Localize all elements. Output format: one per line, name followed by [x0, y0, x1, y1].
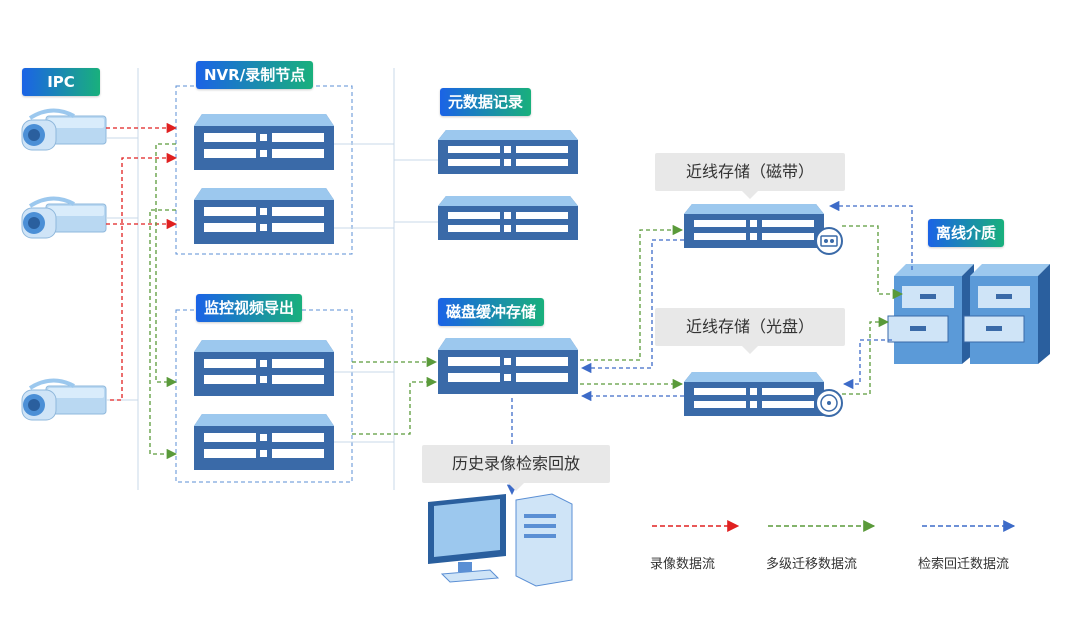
server-icon [438, 338, 578, 394]
optical-disc-icon [815, 389, 843, 417]
server-icon [194, 340, 334, 396]
file-cabinet-icon [963, 264, 1050, 364]
record-flow-lines [106, 122, 178, 401]
tape-storage-callout: 近线存储（磁带） [655, 153, 845, 199]
legend-retrieve-label: 检索回迁数据流 [918, 557, 1010, 572]
migrate-flow-lines [149, 143, 904, 460]
disk-cache-label: 磁盘缓冲存储 [438, 298, 545, 326]
nvr-node-label: NVR/录制节点 [196, 61, 314, 89]
server-icon [684, 372, 824, 416]
server-icon [194, 114, 334, 170]
legend-migrate-label: 多级迁移数据流 [766, 557, 858, 572]
ip-camera-icon [20, 108, 108, 152]
ip-camera-icon [20, 196, 108, 240]
server-icon [194, 414, 334, 470]
tape-icon [815, 227, 843, 255]
ipc-label: IPC [22, 68, 100, 96]
connector-lines [106, 137, 440, 443]
history-playback-callout: 历史录像检索回放 [422, 445, 610, 491]
metadata-label: 元数据记录 [440, 88, 532, 116]
desktop-computer-icon [428, 493, 573, 587]
file-cabinet-icon [887, 264, 974, 364]
server-icon [684, 204, 824, 248]
server-icon [438, 196, 578, 240]
server-icon [438, 130, 578, 174]
server-icon [194, 188, 334, 244]
video-export-label: 监控视频导出 [196, 294, 303, 322]
optical-storage-callout: 近线存储（光盘） [655, 308, 845, 354]
ip-camera-icon [20, 378, 108, 422]
legend-record-label: 录像数据流 [650, 557, 716, 572]
offline-media-label: 离线介质 [928, 219, 1005, 247]
